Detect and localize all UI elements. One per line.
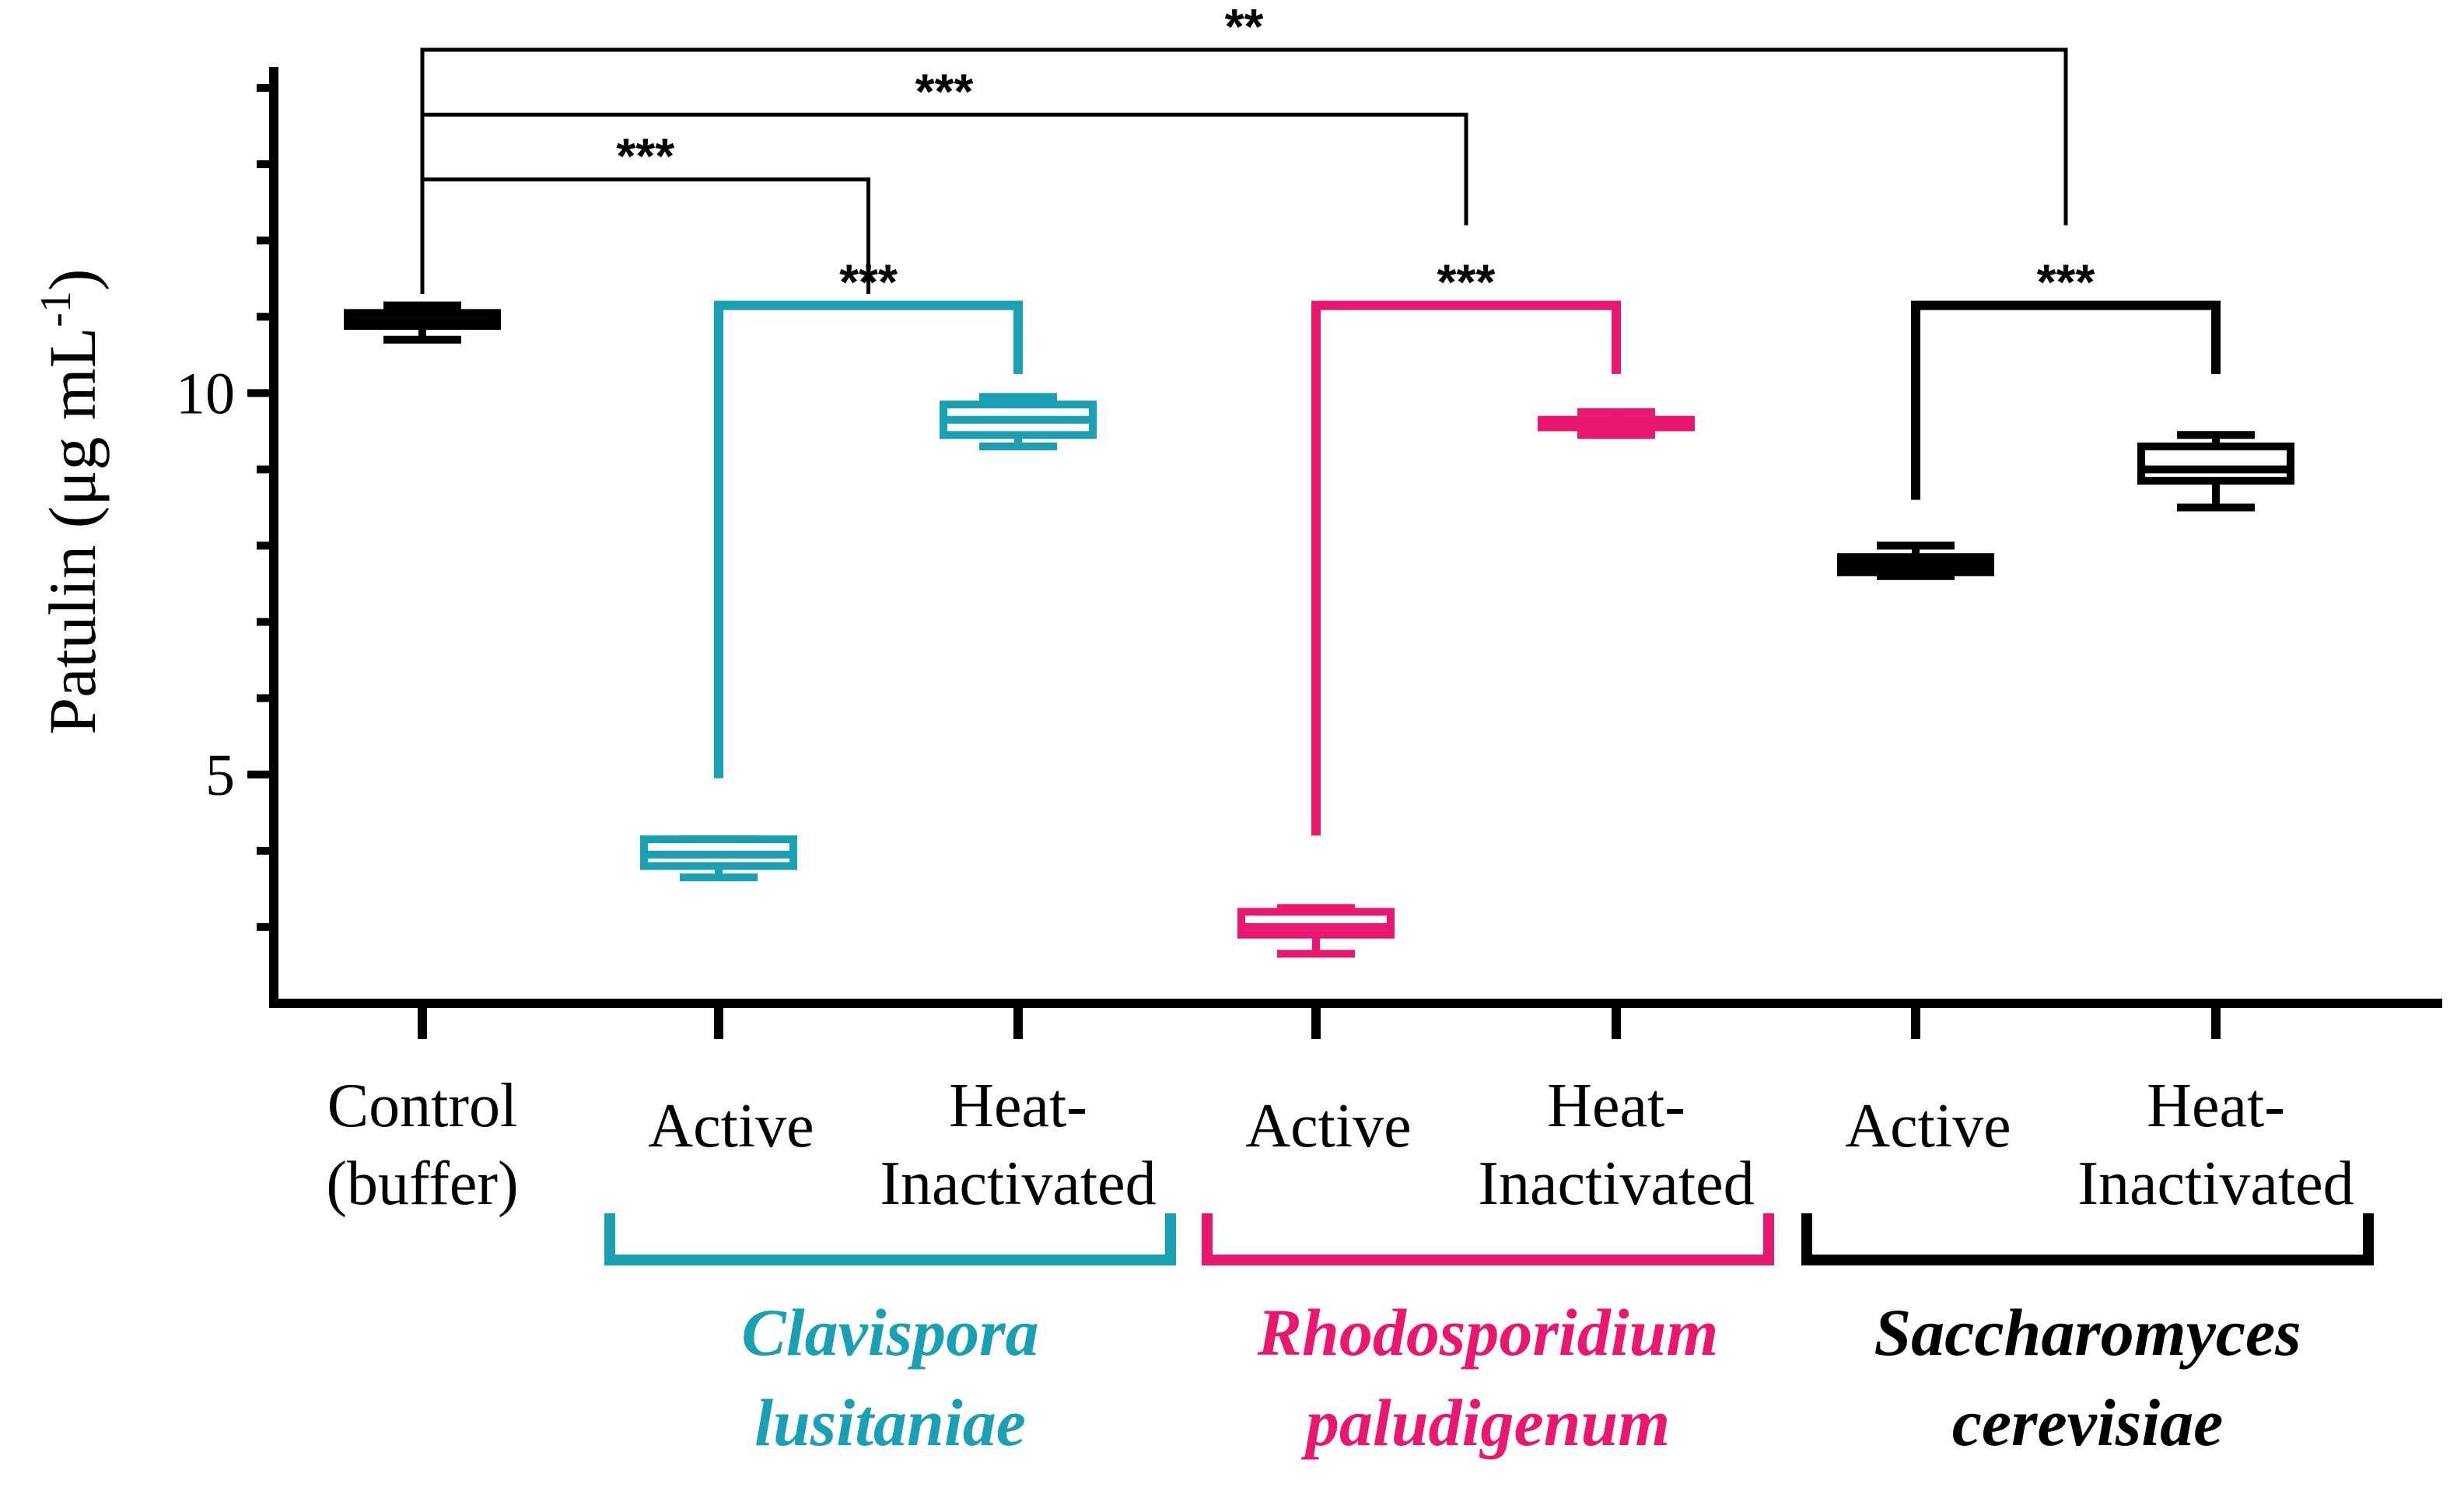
- category-label-line2: Inactivated: [1478, 1150, 1754, 1218]
- significance-label: ***: [915, 63, 974, 119]
- category-label-line2: (buffer): [326, 1150, 518, 1218]
- significance-bracket: [714, 300, 1023, 779]
- box-iqr: [2137, 443, 2294, 485]
- species-name-line2: paludigenum: [1300, 1385, 1670, 1460]
- species-name-line2: cerevisiae: [1952, 1385, 2224, 1460]
- y-axis-label-main: Patulin (μg mL: [35, 327, 110, 735]
- species-group-bracket: [1202, 1213, 1774, 1265]
- category-label-line2: Inactivated: [2077, 1150, 2354, 1218]
- category-label: Active: [1845, 1092, 2011, 1160]
- significance-label: ***: [2037, 254, 2095, 310]
- species-name-line1: Clavispora: [741, 1295, 1038, 1370]
- y-tick-label: 10: [176, 361, 235, 426]
- significance-bracket: [1911, 300, 2221, 500]
- significance-bracket: [420, 177, 870, 294]
- category-label-line2: Inactivated: [880, 1150, 1156, 1218]
- significance-bracket: [420, 112, 1468, 294]
- significance-bracket: [1311, 300, 1621, 836]
- category-label: Active: [648, 1092, 814, 1160]
- significance-label: **: [1225, 0, 1264, 54]
- category-label: Active: [1245, 1092, 1411, 1160]
- category-label-line1: Heat-: [2147, 1072, 2285, 1140]
- y-axis-label: Patulin (μg mL-1): [32, 268, 110, 734]
- y-tick-label: 5: [205, 743, 235, 808]
- species-name-line2: lusitaniae: [754, 1385, 1026, 1460]
- species-group-bracket: [1801, 1213, 2374, 1265]
- species-name-line1: Rhodosporidium: [1257, 1295, 1719, 1370]
- significance-label: ***: [839, 254, 898, 310]
- species-group-bracket: [604, 1213, 1176, 1265]
- significance-bracket: [420, 47, 2068, 294]
- category-label-line1: Control: [327, 1072, 517, 1140]
- y-axis-label-close: ): [35, 268, 110, 291]
- significance-label: ***: [616, 128, 674, 184]
- category-label-line1: Heat-: [1547, 1072, 1685, 1140]
- category-label-line1: Heat-: [949, 1072, 1087, 1140]
- significance-label: ***: [1437, 254, 1496, 310]
- y-axis-label-superscript: -1: [32, 291, 80, 327]
- species-name-line1: Saccharomyces: [1874, 1295, 2301, 1370]
